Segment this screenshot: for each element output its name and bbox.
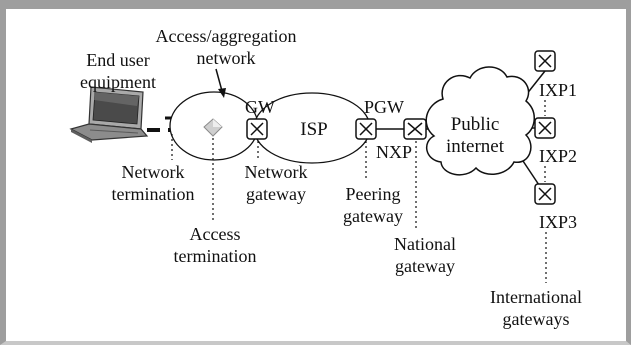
isp-label: ISP — [300, 119, 327, 140]
access-network-arrow — [215, 68, 226, 98]
public-internet-cloud — [425, 66, 535, 176]
access-node-icon — [203, 118, 223, 137]
pgw-gateway-icon — [355, 118, 377, 140]
end-user-label-line1: End user — [86, 50, 149, 70]
national-gateway-label-line2: gateway — [395, 256, 455, 276]
ixp2-gateway-icon — [534, 117, 556, 139]
network-gateway-label-line2: gateway — [246, 184, 306, 204]
access-termination-label-line1: Access — [190, 224, 241, 244]
nxp-label: NXP — [376, 142, 412, 162]
ixp3-gateway-icon — [534, 183, 556, 205]
pgw-label: PGW — [364, 97, 404, 117]
nxp-gateway-icon — [403, 118, 427, 140]
gw-gateway-icon — [246, 118, 268, 140]
national-gateway-label-line1: National — [394, 234, 456, 254]
laptop-icon — [69, 86, 149, 143]
peering-gateway-label-line1: Peering — [346, 184, 401, 204]
peering-gateway-label-line2: gateway — [343, 206, 403, 226]
end-user-label-line2: equipment — [80, 72, 156, 92]
ixp1-gateway-icon — [534, 50, 556, 72]
public-internet-label-line2: internet — [446, 136, 505, 157]
gw-label: GW — [245, 97, 275, 117]
network-gateway-label-line1: Network — [245, 162, 308, 182]
public-internet-label-line1: Public — [451, 114, 500, 135]
access-network-label-line1: Access/aggregation — [156, 26, 297, 46]
access-termination-label-line2: termination — [174, 246, 257, 266]
network-termination-label-line1: Network — [122, 162, 185, 182]
international-gateways-label-line1: International — [490, 287, 582, 307]
network-termination-label-line2: termination — [112, 184, 195, 204]
link-cloud-ixp3 — [520, 157, 540, 186]
international-gateways-label-line2: gateways — [503, 309, 570, 329]
ixp2-label: IXP2 — [539, 146, 577, 166]
access-network-label-line2: network — [197, 48, 256, 68]
ixp3-label: IXP3 — [539, 212, 577, 232]
ixp1-label: IXP1 — [539, 80, 577, 100]
